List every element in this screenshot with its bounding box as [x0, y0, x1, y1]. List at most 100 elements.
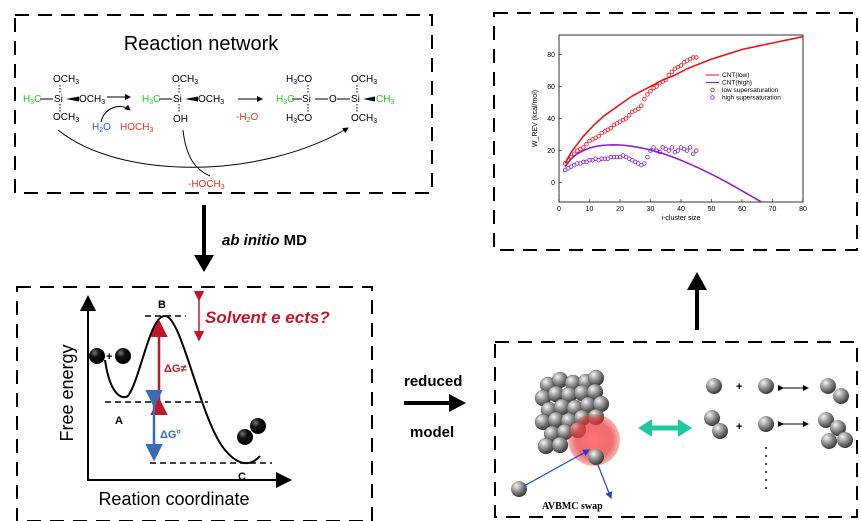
panel-border [14, 14, 433, 194]
data-point [687, 145, 693, 150]
data-point [587, 158, 592, 163]
silicon-3: Si [302, 94, 311, 105]
methoxy-top-4: OCH3 [351, 74, 377, 86]
data-point [608, 125, 614, 131]
plus-sign: + [106, 351, 112, 363]
data-point [562, 161, 568, 166]
molecule-silanol: OCH3 H3C Si OCH3 OH [142, 74, 224, 125]
free-energy-label: Free energy [57, 344, 77, 441]
data-point [642, 161, 647, 166]
molecule-trimethoxysilane: OCH3 H3C Si OCH3 OCH3 [23, 74, 105, 124]
silicon-4: Si [351, 94, 360, 105]
data-point [626, 113, 632, 118]
molecule-disiloxane: H3CO H3C Si O Si CH3 OCH3 H3CO OCH3 [276, 74, 394, 125]
data-point [657, 150, 662, 155]
data-point [614, 154, 620, 160]
product-sphere [250, 418, 266, 434]
data-point [648, 89, 653, 94]
methoxy-rev-bottom: H3CO [286, 113, 312, 125]
data-point [581, 145, 586, 150]
data-point [684, 148, 690, 153]
x-tick-label: 10 [586, 206, 594, 213]
data-point [669, 145, 675, 150]
cluster-particle [551, 436, 569, 454]
data-point [602, 156, 607, 161]
solvent-effects-text: Solvent e ects? [205, 308, 330, 327]
data-point [611, 154, 617, 160]
svg-text:+: + [736, 421, 742, 433]
data-point [645, 92, 650, 97]
data-point [569, 154, 574, 160]
data-point [663, 77, 668, 83]
plot-frame [558, 34, 804, 203]
data-point [584, 141, 589, 147]
methoxy-bottom-4: OCH3 [351, 113, 377, 125]
data-point [651, 145, 656, 150]
data-point [608, 154, 614, 160]
data-point [654, 84, 659, 89]
data-point [581, 159, 586, 165]
methyl-green-2: H3C [142, 94, 160, 106]
model-label: model [410, 424, 454, 441]
methanol-product: HOCH3 [120, 122, 153, 134]
data-point [691, 151, 696, 157]
minus-water: -H2O [236, 112, 258, 124]
methoxy-rev-top: H3CO [286, 74, 312, 86]
avbmc-label: AVBMC swap [542, 501, 603, 512]
reaction-energy-label: ΔG° [160, 429, 181, 441]
reduced-label: reduced [404, 373, 462, 390]
y-tick-label: 40 [547, 116, 555, 123]
data-point [639, 103, 644, 108]
x-axis-label: i-cluster size [662, 215, 701, 222]
panel-border [16, 286, 373, 521]
data-point [575, 161, 580, 166]
abinitio-md-arrow: ab initio MD [194, 205, 307, 272]
svg-text:+: + [736, 381, 742, 393]
legend-marker [710, 95, 715, 100]
data-point [596, 133, 601, 139]
silanol-join-curve [182, 129, 211, 177]
swap-particle [588, 449, 604, 465]
methoxy-top: OCH3 [53, 74, 79, 86]
methoxy-top-2: OCH3 [172, 74, 198, 86]
y-tick-label: 80 [547, 52, 555, 59]
reduced-model-arrow: reduced model [404, 373, 466, 441]
data-point [648, 148, 653, 153]
legend-entry: low supersaturation [722, 87, 779, 94]
panel-border [494, 341, 858, 518]
water: H2O [92, 122, 111, 134]
methoxy-bottom: OCH3 [53, 112, 79, 124]
water-curve [100, 104, 131, 123]
legend-marker [710, 87, 715, 93]
free-energy-panel: Free energy Reation coordinate A B C ΔG≠… [16, 286, 373, 521]
barrier-label: ΔG≠ [164, 363, 187, 375]
data-point [666, 148, 671, 153]
reaction-network-panel: Reaction network OCH3 H3C Si OCH3 OCH3 H… [14, 14, 433, 194]
methyl-green: H3C [23, 94, 41, 106]
reaction-row-1: + [706, 378, 849, 404]
continuation-dots [765, 447, 767, 489]
y-tick-label: 0 [551, 180, 555, 187]
data-point [694, 55, 699, 60]
y-axis-label: W_REV (kcal/mol) [532, 90, 539, 147]
cluster-particle [537, 437, 555, 455]
x-tick-label: 0 [557, 206, 561, 213]
silicon-1: Si [54, 94, 63, 105]
x-tick-label: 80 [799, 206, 807, 213]
x-tick-label: 70 [769, 206, 777, 213]
plot-area [562, 35, 803, 202]
data-point [599, 156, 604, 161]
point-c: C [238, 471, 246, 483]
silicon-2: Si [173, 94, 182, 105]
cluster-particle [587, 369, 605, 387]
data-point [678, 63, 684, 68]
point-b: B [158, 299, 166, 311]
swap-volume [568, 414, 620, 466]
data-point [691, 55, 696, 60]
equilibrium-arrow [638, 419, 692, 437]
reactant-sphere [89, 348, 105, 364]
data-point [669, 69, 675, 75]
y-tick-label: 60 [547, 84, 555, 91]
methoxy-right: OCH3 [79, 94, 105, 106]
